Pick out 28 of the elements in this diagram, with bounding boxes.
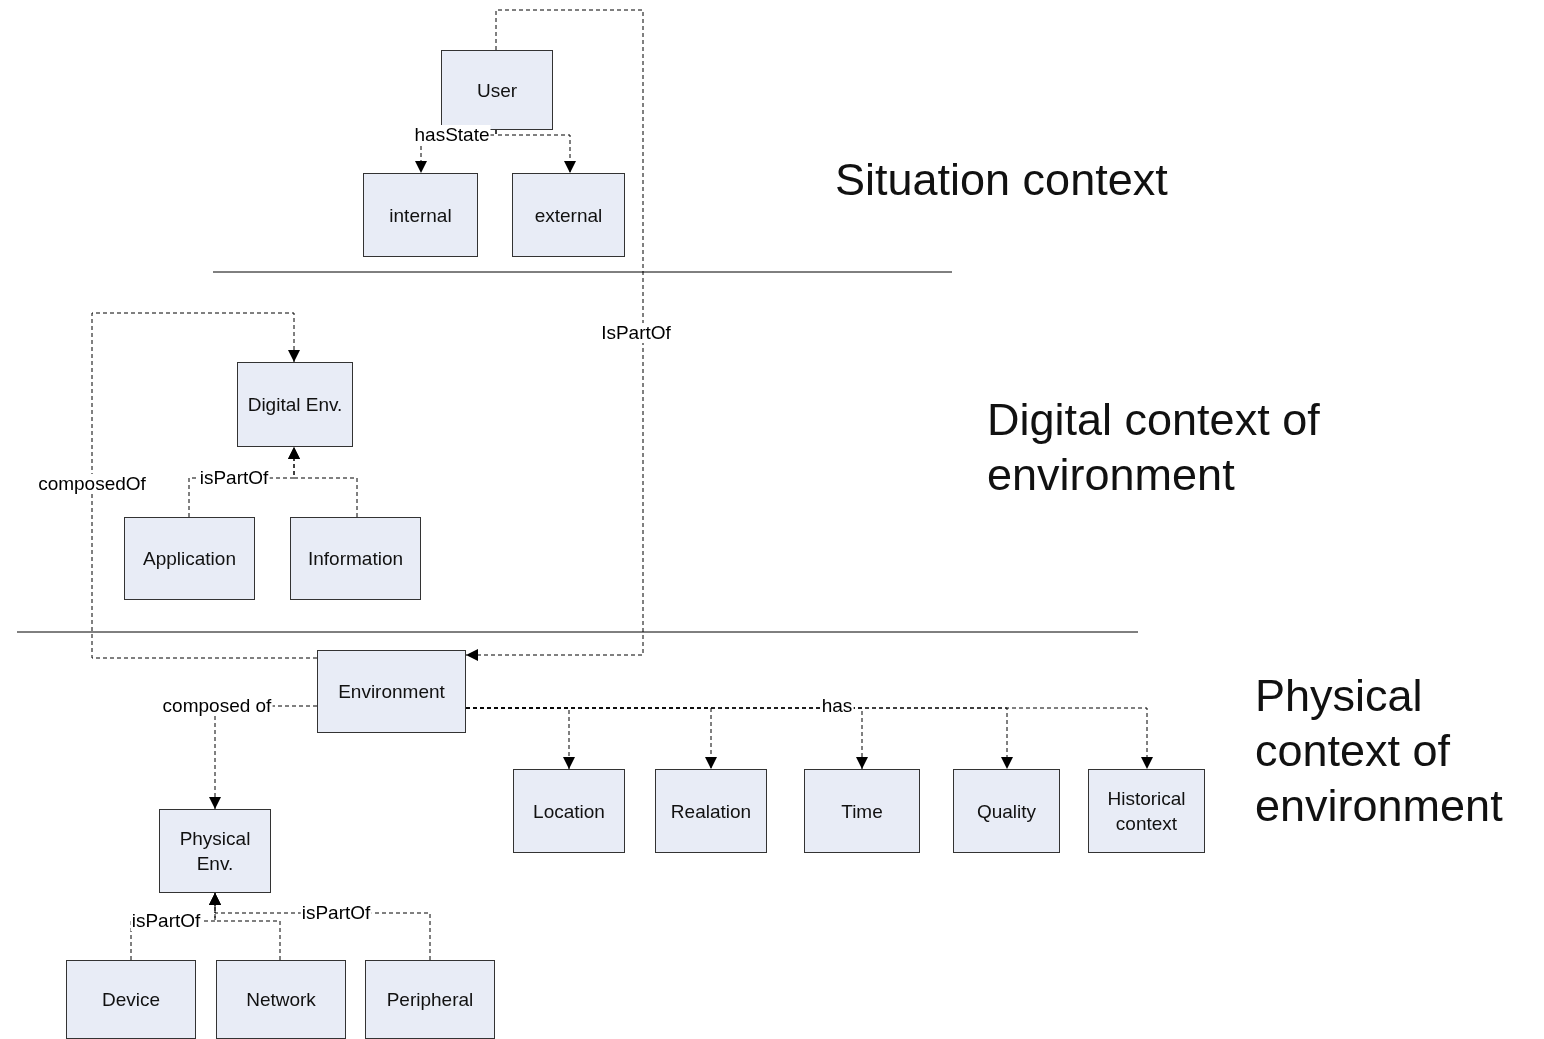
process-box: Digital Env. — [237, 362, 353, 447]
arrow — [495, 129, 576, 174]
section-heading: Situation context — [835, 153, 1169, 207]
process-box: Time — [804, 769, 920, 853]
process-box: Information — [290, 517, 421, 600]
edge-label: isPartOf — [130, 911, 202, 931]
process-box: Peripheral — [365, 960, 495, 1039]
arrow — [465, 707, 1153, 770]
process-box: external — [512, 173, 625, 257]
arrow — [465, 9, 644, 661]
process-box: Network — [216, 960, 346, 1039]
section-heading: Digital context of environment — [987, 393, 1321, 502]
process-box: internal — [363, 173, 478, 257]
process-box: Location — [513, 769, 625, 853]
process-box: Environment — [317, 650, 466, 733]
process-box: Application — [124, 517, 255, 600]
process-box: Device — [66, 960, 196, 1039]
arrow — [91, 312, 318, 659]
arrow — [288, 446, 358, 518]
edge-label: hasState — [413, 125, 491, 145]
process-box: Realation — [655, 769, 767, 853]
section-heading: Physical context of environment — [1255, 669, 1504, 833]
process-box: Quality — [953, 769, 1060, 853]
process-box: Physical Env. — [159, 809, 271, 893]
process-box: Historical context — [1088, 769, 1205, 853]
edge-label: composed of — [161, 696, 273, 716]
edge-label: IsPartOf — [600, 323, 672, 343]
edge-label: composedOf — [37, 474, 147, 494]
